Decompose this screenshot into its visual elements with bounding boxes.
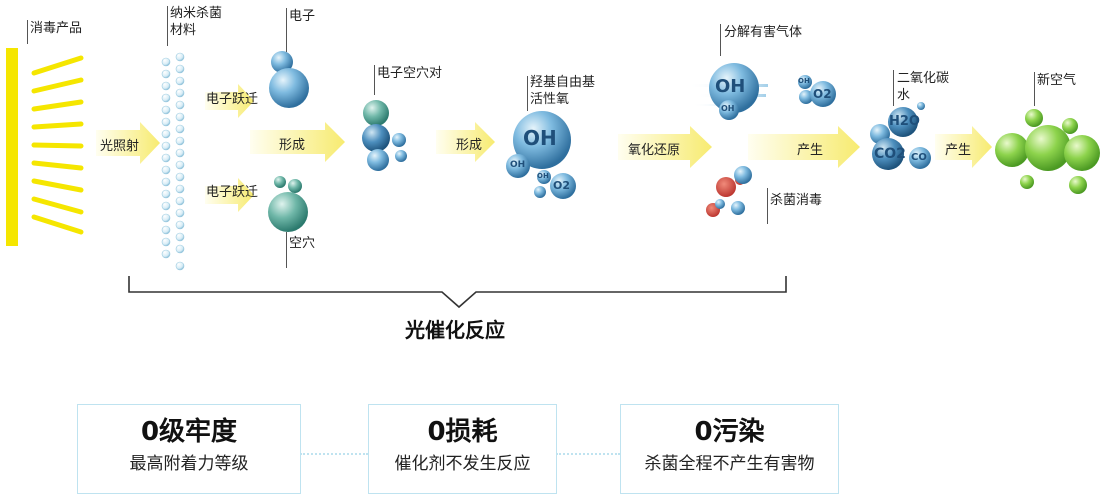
oh-label-gas: OH bbox=[715, 76, 746, 97]
leader-line bbox=[27, 20, 28, 44]
label-sterilize: 杀菌消毒 bbox=[770, 193, 823, 208]
co2-water-group bbox=[870, 102, 931, 170]
label-co2-water: 二氧化碳 水 bbox=[897, 71, 950, 103]
oh-label-tiny: OH bbox=[537, 172, 549, 180]
hydroxyl-molecule-group bbox=[506, 111, 576, 199]
light-rays bbox=[31, 55, 84, 235]
feature-subtitle: 最高附着力等级 bbox=[129, 454, 249, 474]
label-nano-material: 纳米杀菌 材料 bbox=[170, 6, 223, 38]
oh-label-gas-small: OH bbox=[721, 104, 735, 113]
photocatalysis-bracket bbox=[128, 276, 787, 309]
label-produce-1: 产生 bbox=[797, 143, 824, 158]
label-electron: 电子 bbox=[289, 9, 316, 24]
label-electron-jump-top: 电子跃迁 bbox=[206, 92, 259, 107]
feature-box-fastness: 0级牢度 最高附着力等级 bbox=[77, 404, 301, 494]
label-disinfect-product: 消毒产品 bbox=[30, 21, 83, 36]
feature-box-loss: 0损耗 催化剂不发生反应 bbox=[368, 404, 557, 494]
connector-line bbox=[300, 453, 368, 455]
leader-line bbox=[893, 70, 894, 106]
feature-title: 0污染 bbox=[694, 417, 765, 447]
oh-label-main: OH bbox=[523, 126, 557, 150]
leader-line bbox=[167, 6, 168, 46]
co2-label: CO2 bbox=[874, 146, 906, 162]
leader-line bbox=[720, 24, 721, 56]
virus-cluster bbox=[706, 166, 752, 217]
oh-label-small: OH bbox=[510, 160, 526, 170]
electron-hole-pair-molecule bbox=[362, 100, 407, 171]
o2-label-gas: O2 bbox=[813, 87, 832, 101]
leader-line bbox=[286, 232, 287, 268]
photocatalysis-title: 光催化反应 bbox=[405, 318, 505, 342]
h2o-label: H2O bbox=[889, 114, 920, 129]
electron-molecule bbox=[269, 51, 309, 108]
label-hole: 空穴 bbox=[289, 236, 316, 251]
label-form-1: 形成 bbox=[279, 138, 306, 153]
label-hydroxyl-oxygen: 羟基自由基 活性氧 bbox=[530, 75, 596, 107]
feature-box-pollution: 0污染 杀菌全程不产生有害物 bbox=[620, 404, 839, 494]
leader-line bbox=[286, 8, 287, 52]
fresh-air-group bbox=[995, 109, 1100, 194]
leader-line bbox=[1034, 72, 1035, 106]
leader-line bbox=[527, 76, 528, 111]
feature-subtitle: 催化剂不发生反应 bbox=[394, 454, 531, 474]
oh-label-gas-tiny: OH bbox=[798, 77, 810, 85]
connector-line bbox=[556, 453, 620, 455]
leader-line bbox=[374, 65, 375, 95]
light-source-bar bbox=[6, 48, 18, 246]
o2-label: O2 bbox=[553, 179, 571, 192]
decompose-gas-group bbox=[688, 63, 836, 120]
label-produce-2: 产生 bbox=[945, 143, 972, 158]
feature-title: 0级牢度 bbox=[140, 417, 238, 447]
leader-line bbox=[767, 188, 768, 224]
label-form-2: 形成 bbox=[456, 138, 483, 153]
label-electron-hole-pair: 电子空穴对 bbox=[377, 66, 443, 81]
label-light-irradiation: 光照射 bbox=[100, 139, 140, 154]
feature-subtitle: 杀菌全程不产生有害物 bbox=[644, 454, 815, 474]
label-electron-jump-bottom: 电子跃迁 bbox=[206, 185, 259, 200]
label-decompose-gas: 分解有害气体 bbox=[724, 25, 803, 40]
feature-title: 0损耗 bbox=[427, 417, 498, 447]
co-label: CO bbox=[911, 152, 927, 163]
label-fresh-air: 新空气 bbox=[1037, 73, 1077, 88]
hole-molecule bbox=[268, 176, 308, 232]
nano-beads bbox=[161, 52, 185, 271]
label-redox: 氧化还原 bbox=[628, 143, 681, 158]
process-arrows bbox=[96, 84, 992, 212]
